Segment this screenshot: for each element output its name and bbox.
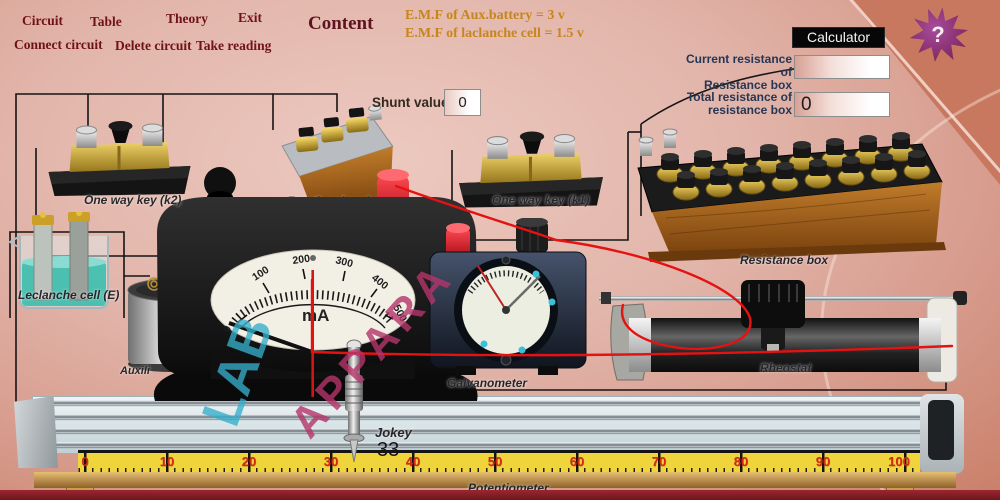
menu-item-connect-circuit[interactable]: Connect circuit bbox=[14, 37, 103, 52]
board-left-cap bbox=[14, 396, 58, 468]
help-question-mark: ? bbox=[931, 22, 944, 47]
menu-item-circuit[interactable]: Circuit bbox=[22, 13, 63, 28]
potentiometer-wire-1 bbox=[36, 400, 948, 405]
potentiometer[interactable]: 0 10 20 30 40 50 60 70 80 90 100 bbox=[14, 394, 966, 500]
label-galvanometer: Galvanometer bbox=[447, 376, 528, 390]
scale-tick-label: 70 bbox=[651, 454, 667, 469]
current-resistance-label: Current resistance of Resistance box bbox=[685, 52, 792, 92]
label-leclanche-cell: Leclanche cell (E) bbox=[18, 288, 120, 302]
scale-tick-label: 0 bbox=[81, 454, 89, 469]
galvanometer-knob[interactable] bbox=[516, 218, 548, 252]
leclanche-cell[interactable] bbox=[6, 212, 128, 318]
star-icon bbox=[909, 7, 968, 62]
menu-item-theory[interactable]: Theory bbox=[166, 11, 208, 26]
label-jockey: Jokey bbox=[375, 425, 412, 440]
potentiometer-wire-3 bbox=[36, 428, 948, 433]
current-resistance-input[interactable] bbox=[794, 55, 890, 79]
scale-tick-label: 30 bbox=[323, 454, 339, 469]
label-rheostat: Rheostat bbox=[760, 361, 812, 375]
scale-tick-label: 50 bbox=[487, 454, 503, 469]
menu-item-delete-circuit[interactable]: Delete circuit bbox=[115, 38, 192, 53]
potentiometer-wire-4 bbox=[36, 442, 948, 447]
calculator-button[interactable]: Calculator bbox=[792, 27, 885, 48]
jockey-reading: 33 bbox=[377, 439, 400, 461]
emf-leclanche-text: E.M.F of laclanche cell = 1.5 v bbox=[405, 26, 584, 41]
menu-item-take-reading[interactable]: Take reading bbox=[196, 38, 272, 53]
ammeter-scale-300: 300 bbox=[334, 254, 354, 270]
menu-item-exit[interactable]: Exit bbox=[238, 10, 263, 25]
shunt-value-input[interactable] bbox=[444, 89, 481, 116]
page-title: Content bbox=[308, 13, 374, 34]
scale-tick-label: 20 bbox=[241, 454, 257, 469]
label-resistance-box: Resistance box bbox=[740, 253, 829, 267]
galvanometer[interactable] bbox=[418, 218, 598, 383]
scale-tick-label: 10 bbox=[159, 454, 175, 469]
ammeter-red-pointer bbox=[311, 270, 314, 397]
scale-tick-label: 100 bbox=[888, 454, 910, 469]
shunt-value-label: Shunt value bbox=[372, 95, 449, 110]
jockey[interactable] bbox=[336, 338, 372, 474]
emf-aux-battery-text: E.M.F of Aux.battery = 3 v bbox=[405, 8, 565, 23]
scale-tick-label: 40 bbox=[405, 454, 421, 469]
scale-tick-label: 80 bbox=[733, 454, 749, 469]
total-resistance-label: Total resistance of resistance box bbox=[686, 90, 792, 117]
scale-tick-label: 60 bbox=[569, 454, 585, 469]
electrode-zinc bbox=[32, 212, 54, 301]
scale-tick-label: 90 bbox=[815, 454, 831, 469]
resistance-box[interactable] bbox=[626, 118, 956, 263]
label-one-way-key-k1: One way key (k1) bbox=[492, 193, 590, 207]
board-right-cap bbox=[920, 394, 964, 474]
ammeter-scale-200: 200 bbox=[292, 253, 311, 267]
help-button[interactable]: ? bbox=[908, 4, 970, 64]
board-wooden-base bbox=[34, 472, 956, 488]
menu-item-table[interactable]: Table bbox=[90, 14, 122, 29]
total-resistance-input[interactable] bbox=[794, 92, 890, 117]
label-one-way-key-k2: One way key (k2) bbox=[84, 193, 182, 207]
potentiometer-wire-2 bbox=[36, 414, 948, 419]
electrode-carbon bbox=[68, 212, 90, 301]
ammeter-unit-label: mA bbox=[302, 306, 329, 325]
label-auxiliary-battery: Auxili bbox=[120, 365, 150, 377]
bottom-border-strip bbox=[0, 490, 1000, 500]
